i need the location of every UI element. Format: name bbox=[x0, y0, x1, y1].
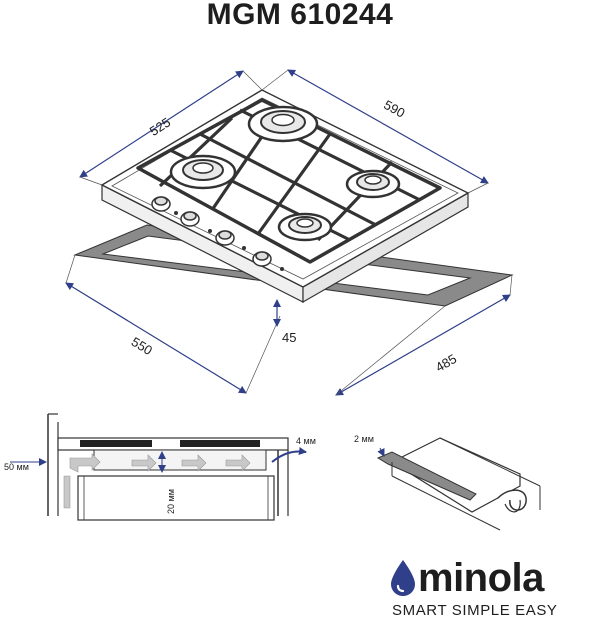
model-title: MGM 610244 bbox=[206, 0, 394, 31]
ignition-buttons bbox=[174, 211, 284, 271]
dim-top-width: 590 bbox=[381, 97, 407, 121]
burner-left bbox=[169, 154, 237, 190]
dim-gap-left: 50 мм bbox=[4, 462, 29, 472]
knob-icon bbox=[215, 230, 235, 246]
brand-logo: minola SMART SIMPLE EASY bbox=[388, 558, 588, 619]
knob-icon bbox=[151, 196, 171, 212]
dim-seal-thickness: 2 мм bbox=[354, 434, 374, 444]
dim-top-depth: 525 bbox=[147, 114, 173, 138]
dim-edge-offset: 45 bbox=[282, 330, 296, 345]
control-knobs bbox=[151, 196, 272, 267]
dim-cutout-width: 550 bbox=[129, 334, 155, 358]
brand-slogan: SMART SIMPLE EASY bbox=[392, 602, 558, 619]
burner-front bbox=[277, 212, 333, 242]
section-dimensions bbox=[10, 447, 307, 473]
dimension-lines bbox=[65, 69, 513, 396]
brand-name: minola bbox=[418, 556, 544, 600]
dim-gap-right: 4 мм bbox=[296, 436, 316, 446]
water-drop-icon bbox=[391, 560, 415, 596]
knob-icon bbox=[252, 251, 272, 267]
airflow-arrows bbox=[63, 453, 251, 509]
burner-right bbox=[345, 169, 401, 199]
seal-detail-view bbox=[376, 437, 541, 531]
burner-back bbox=[247, 105, 319, 143]
dim-clearance: 20 мм bbox=[166, 489, 176, 514]
knob-icon bbox=[180, 211, 200, 227]
dim-cutout-depth: 485 bbox=[433, 351, 459, 375]
